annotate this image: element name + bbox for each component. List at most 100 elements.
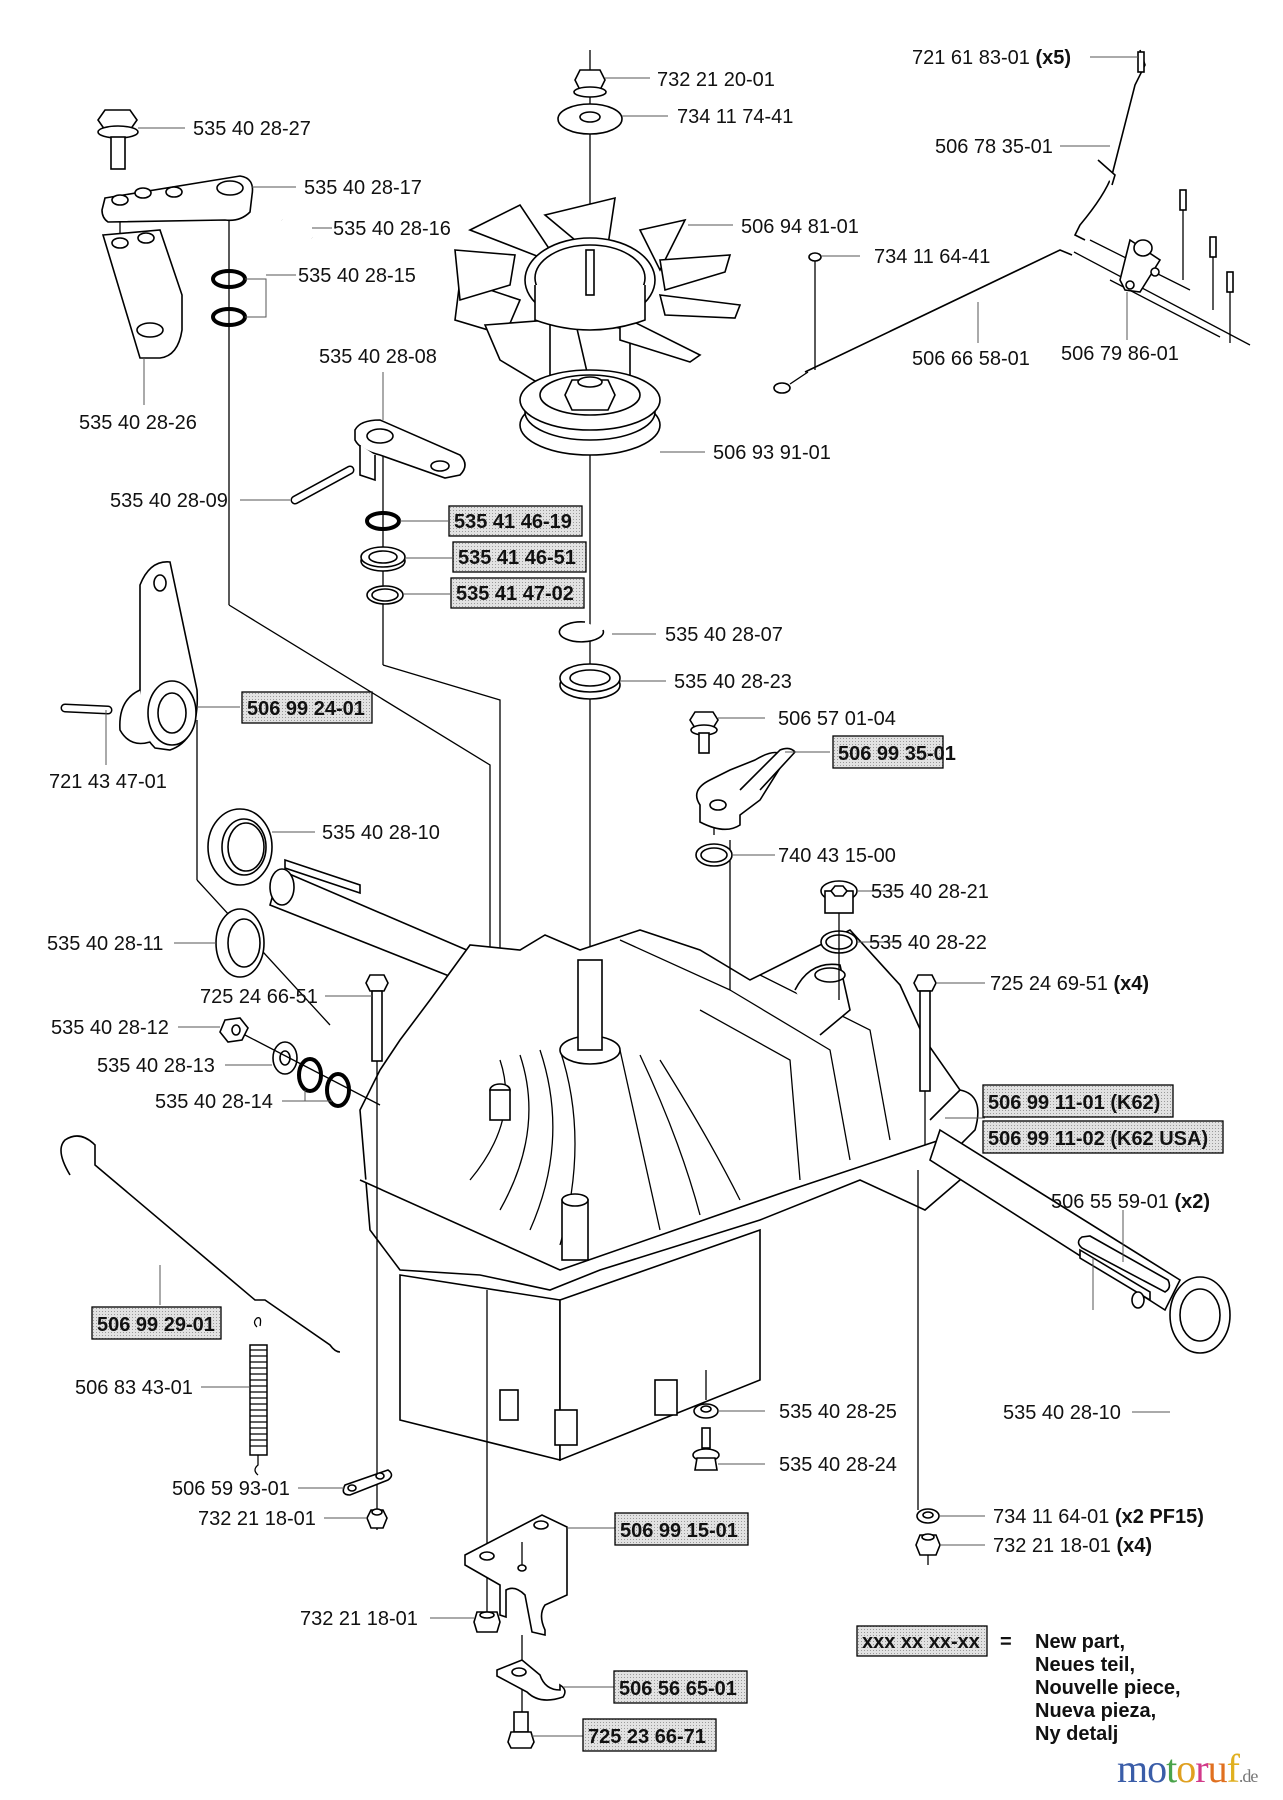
part-labels: 535 40 28-27 535 40 28-17 535 40 28-16 5… [47, 47, 1224, 1752]
key-icon [1077, 1210, 1171, 1310]
part-label-new[interactable]: 725 23 66-71 [588, 1726, 706, 1748]
part-label-new[interactable]: 506 99 11-02 (K62 USA) [988, 1128, 1208, 1150]
legend-line-de: Neues teil, [1035, 1654, 1136, 1676]
part-label[interactable]: 535 40 28-22 [869, 932, 987, 954]
pin-icon [290, 465, 355, 505]
quantity: (x4) [1113, 973, 1149, 995]
part-label[interactable]: 725 24 66-51 [200, 986, 318, 1008]
part-label[interactable]: 535 40 28-10 [1003, 1402, 1121, 1424]
logo-letter: u [1207, 1746, 1228, 1791]
link-plate-icon [342, 1469, 393, 1496]
part-label[interactable]: 506 55 59-01 (x2) [1051, 1191, 1210, 1213]
washer-icon [557, 103, 623, 135]
part-label[interactable]: 721 61 83-01 (x5) [912, 47, 1071, 69]
new-part-highlight [91, 1306, 222, 1340]
nut-icon [219, 1017, 249, 1043]
logo-letter: t [1166, 1746, 1177, 1791]
part-label-new[interactable]: 506 99 15-01 [620, 1520, 738, 1542]
part-label[interactable]: 506 93 91-01 [713, 442, 831, 464]
part-label[interactable]: 535 40 28-16 [333, 218, 451, 240]
quantity: (x5) [1035, 47, 1071, 69]
part-label[interactable]: 535 40 28-11 [47, 933, 163, 955]
legend-description: New part, Neues teil, Nouvelle piece, Nu… [1035, 1631, 1181, 1746]
bearing-icon [559, 663, 621, 700]
leader-lines [138, 56, 1170, 1737]
part-label-new[interactable]: 506 99 35-01 [838, 743, 956, 765]
part-label[interactable]: 535 40 28-17 [304, 177, 422, 199]
part-label[interactable]: 734 11 64-41 [874, 246, 990, 268]
part-label[interactable]: 506 57 01-04 [778, 708, 896, 730]
roll-pin-small-icon [60, 703, 113, 765]
quantity: (x2) [1174, 1191, 1210, 1213]
part-label[interactable]: 506 66 58-01 [912, 348, 1030, 370]
part-label[interactable]: 506 83 43-01 [75, 1377, 193, 1399]
tension-spring-icon [249, 1317, 268, 1476]
roll-pin-icon [280, 218, 314, 240]
part-label-new[interactable]: 506 99 11-01 (K62) [988, 1092, 1160, 1114]
part-label[interactable]: 535 40 28-24 [779, 1454, 897, 1476]
flange-bolt-icon [692, 1427, 720, 1471]
part-label[interactable]: 721 43 47-01 [49, 771, 167, 793]
part-label[interactable]: 506 79 86-01 [1061, 343, 1179, 365]
part-label[interactable]: 732 21 18-01 [198, 1508, 316, 1530]
part-label[interactable]: 506 94 81-01 [741, 216, 859, 238]
new-part-highlight [582, 1718, 717, 1752]
oil-seal-right-icon [1169, 1276, 1231, 1354]
part-label[interactable]: 725 24 69-51 (x4) [990, 973, 1149, 995]
lock-nut-icon [366, 1508, 388, 1529]
part-number: 734 11 64-01 [993, 1506, 1109, 1528]
filter-fitting-icon [695, 747, 797, 831]
part-label-new[interactable]: 506 99 24-01 [247, 698, 365, 720]
drive-pulley-icon [519, 369, 661, 456]
logo-letter: o [1147, 1746, 1167, 1791]
part-label-new[interactable]: 506 99 29-01 [97, 1314, 215, 1336]
bypass-rod-icon [60, 1135, 341, 1353]
new-part-highlight [241, 691, 373, 724]
part-label[interactable]: 535 40 28-13 [97, 1055, 215, 1077]
logo-letter: r [1195, 1746, 1208, 1791]
long-bolt-icon [913, 974, 937, 1145]
legend-sample-box [856, 1625, 988, 1657]
part-label[interactable]: 535 40 28-26 [79, 412, 197, 434]
part-label[interactable]: 535 40 28-21 [871, 881, 989, 903]
part-label[interactable]: 732 21 20-01 [657, 69, 775, 91]
part-label[interactable]: 535 40 28-10 [322, 822, 440, 844]
part-label[interactable]: 506 59 93-01 [172, 1478, 290, 1500]
part-label[interactable]: 732 21 18-01 (x4) [993, 1535, 1152, 1557]
cooling-fan-icon [454, 196, 742, 397]
part-label[interactable]: 535 40 28-09 [110, 490, 228, 512]
part-label[interactable]: 535 40 28-15 [298, 265, 416, 287]
bracket-plate-icon [101, 229, 183, 359]
part-label-new[interactable]: 535 41 47-02 [456, 583, 574, 605]
part-number: 732 21 18-01 [993, 1535, 1111, 1557]
oil-seal-icon [207, 808, 273, 886]
quantity: (x4) [1116, 1535, 1152, 1557]
clip-bracket-icon [496, 1659, 566, 1701]
part-label[interactable]: 732 21 18-01 [300, 1608, 418, 1630]
left-long-bolt-icon [365, 974, 389, 1530]
spacer-ring-icon [360, 546, 406, 572]
part-label[interactable]: 740 43 15-00 [778, 845, 896, 867]
part-label-new[interactable]: 535 41 46-19 [454, 511, 572, 533]
exploded-drawing [60, 49, 1251, 1749]
new-part-highlight [613, 1670, 748, 1704]
bellcrank-plate-icon [1119, 238, 1162, 293]
mounting-bracket-icon [464, 1514, 568, 1637]
part-label[interactable]: 535 40 28-23 [674, 671, 792, 693]
part-label[interactable]: 535 40 28-25 [779, 1401, 897, 1423]
part-label[interactable]: 535 40 28-27 [193, 118, 311, 140]
part-label[interactable]: 506 78 35-01 [935, 136, 1053, 158]
part-label[interactable]: 535 40 28-14 [155, 1091, 273, 1113]
part-label[interactable]: 535 40 28-07 [665, 624, 783, 646]
part-label[interactable]: 535 40 28-08 [319, 346, 437, 368]
bolt-icon [97, 109, 139, 170]
part-label[interactable]: 535 40 28-12 [51, 1017, 169, 1039]
logo-letter: m [1117, 1746, 1148, 1791]
part-label[interactable]: 734 11 64-01 (x2 PF15) [993, 1506, 1204, 1528]
part-label-new[interactable]: 535 41 46-51 [458, 547, 576, 569]
quantity: (x2 PF15) [1115, 1506, 1204, 1528]
part-label-new[interactable]: 506 56 65-01 [619, 1678, 737, 1700]
flange-nut-icon [573, 69, 607, 98]
part-label[interactable]: 734 11 74-41 [677, 106, 793, 128]
